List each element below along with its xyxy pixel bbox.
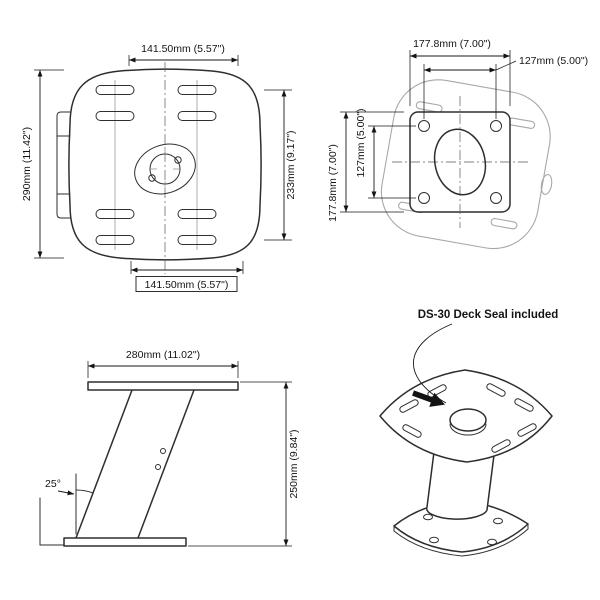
dim-label: 127mm (5.00")	[355, 108, 367, 177]
slot	[491, 439, 511, 453]
dim-label-box	[135, 276, 238, 292]
extension-lines	[128, 55, 239, 66]
top-plate-side	[87, 381, 239, 391]
dim-bolt-height: 127mm (5.00")	[355, 108, 416, 199]
deck-seal-hole-depth	[449, 423, 487, 436]
extension-lines	[423, 64, 497, 119]
base-plate-thickness	[393, 524, 529, 557]
callout-leader-curve	[413, 323, 453, 404]
bolt-hole	[423, 513, 433, 521]
hub-gasket-outline	[134, 143, 196, 195]
top-plate-slots-iso	[399, 383, 537, 453]
deck-reference-corner	[39, 497, 65, 546]
dim-label: 127mm (5.00")	[519, 55, 588, 67]
bolt-hole	[493, 517, 503, 525]
dim-flange-outer-height: 177.8mm (7.00")	[327, 111, 404, 222]
dim-right-height: 233mm (9.17")	[264, 89, 297, 241]
mounting-slots	[95, 85, 217, 245]
base-plate-side	[63, 537, 187, 547]
ghost-slot	[490, 218, 518, 230]
dim-top-width: 141.50mm (5.57")	[128, 43, 239, 66]
view-base-flange-plan: 177.8mm (7.00") 127mm (5.00") 127mm (5.0…	[327, 38, 588, 250]
column-right-edge	[137, 389, 195, 539]
slot	[486, 383, 506, 397]
top-plate-iso	[379, 369, 553, 463]
side-tab-outline	[56, 111, 71, 219]
flange-bolt-holes	[418, 120, 502, 204]
top-plate-outline	[68, 68, 262, 261]
dim-flange-outer-width: 177.8mm (7.00")	[409, 38, 511, 106]
extension-lines	[340, 111, 404, 213]
angle-leader	[57, 490, 75, 496]
dim-side-height: 250mm (9.84")	[188, 381, 300, 547]
extension-lines	[130, 261, 244, 274]
flange-center-oval	[433, 128, 487, 196]
hub-tick-marks	[149, 149, 181, 189]
dim-label: 250mm (9.84")	[288, 429, 300, 498]
slot	[177, 111, 217, 121]
view-top-plate-plan: 141.50mm (5.57") 290mm (11.42") 233mm (9…	[21, 43, 297, 292]
slot	[177, 85, 217, 95]
bolt-hole	[490, 192, 502, 204]
extension-lines	[188, 381, 292, 547]
angle-arc	[75, 489, 94, 494]
dim-label: 141.50mm (5.57")	[141, 43, 225, 55]
dim-side-width: 280mm (11.02")	[87, 349, 239, 378]
dim-label: 280mm (11.02")	[126, 349, 200, 361]
deck-seal-callout: DS-30 Deck Seal included	[418, 309, 559, 321]
angle-label: 25°	[45, 478, 61, 490]
column-left-edge	[75, 389, 133, 539]
extension-lines	[87, 361, 239, 378]
slot	[177, 209, 217, 219]
slot	[95, 85, 135, 95]
dim-bottom-width: 141.50mm (5.57")	[130, 261, 244, 292]
dim-bolt-width: 127mm (5.00")	[423, 55, 588, 119]
adjuster-hole	[155, 464, 161, 470]
pointer-arrow-icon	[412, 390, 445, 407]
extension-lines	[409, 50, 511, 106]
ghost-slot	[508, 117, 536, 129]
deck-seal-hole	[449, 408, 487, 432]
bolt-hole	[490, 120, 502, 132]
bolt-hole	[418, 120, 430, 132]
slot	[399, 399, 419, 413]
extension-lines	[34, 69, 64, 259]
dim-label: 177.8mm (7.00")	[327, 144, 339, 222]
slot	[177, 235, 217, 245]
adjuster-hole	[160, 448, 166, 454]
hub-bolt-hole	[174, 156, 182, 164]
slot	[517, 423, 537, 437]
view-isometric: DS-30 Deck Seal included	[379, 309, 559, 557]
slot	[514, 398, 534, 412]
bolt-hole	[429, 536, 439, 544]
dim-label: 141.50mm (5.57")	[145, 279, 229, 291]
dim-left-height: 290mm (11.42")	[21, 69, 64, 259]
dim-label: 233mm (9.17")	[285, 130, 297, 199]
bolt-hole	[418, 192, 430, 204]
slot	[95, 209, 135, 219]
ghost-slot	[415, 101, 443, 113]
view-side-elevation: 25° 280mm (11.02") 250mm (9.84")	[39, 349, 300, 547]
extension-lines	[264, 89, 292, 241]
slot	[402, 424, 422, 438]
center-hub	[134, 143, 196, 195]
leader-line	[495, 60, 517, 71]
angle-annotation: 25°	[45, 473, 94, 535]
hub-bolt-hole	[148, 174, 156, 182]
base-bolt-holes	[423, 513, 503, 546]
dim-label: 290mm (11.42")	[21, 127, 33, 201]
slot	[95, 235, 135, 245]
ghost-hub-tab	[540, 174, 553, 195]
bolt-hole	[487, 538, 497, 546]
dim-label: 177.8mm (7.00")	[413, 38, 491, 50]
slot	[95, 111, 135, 121]
